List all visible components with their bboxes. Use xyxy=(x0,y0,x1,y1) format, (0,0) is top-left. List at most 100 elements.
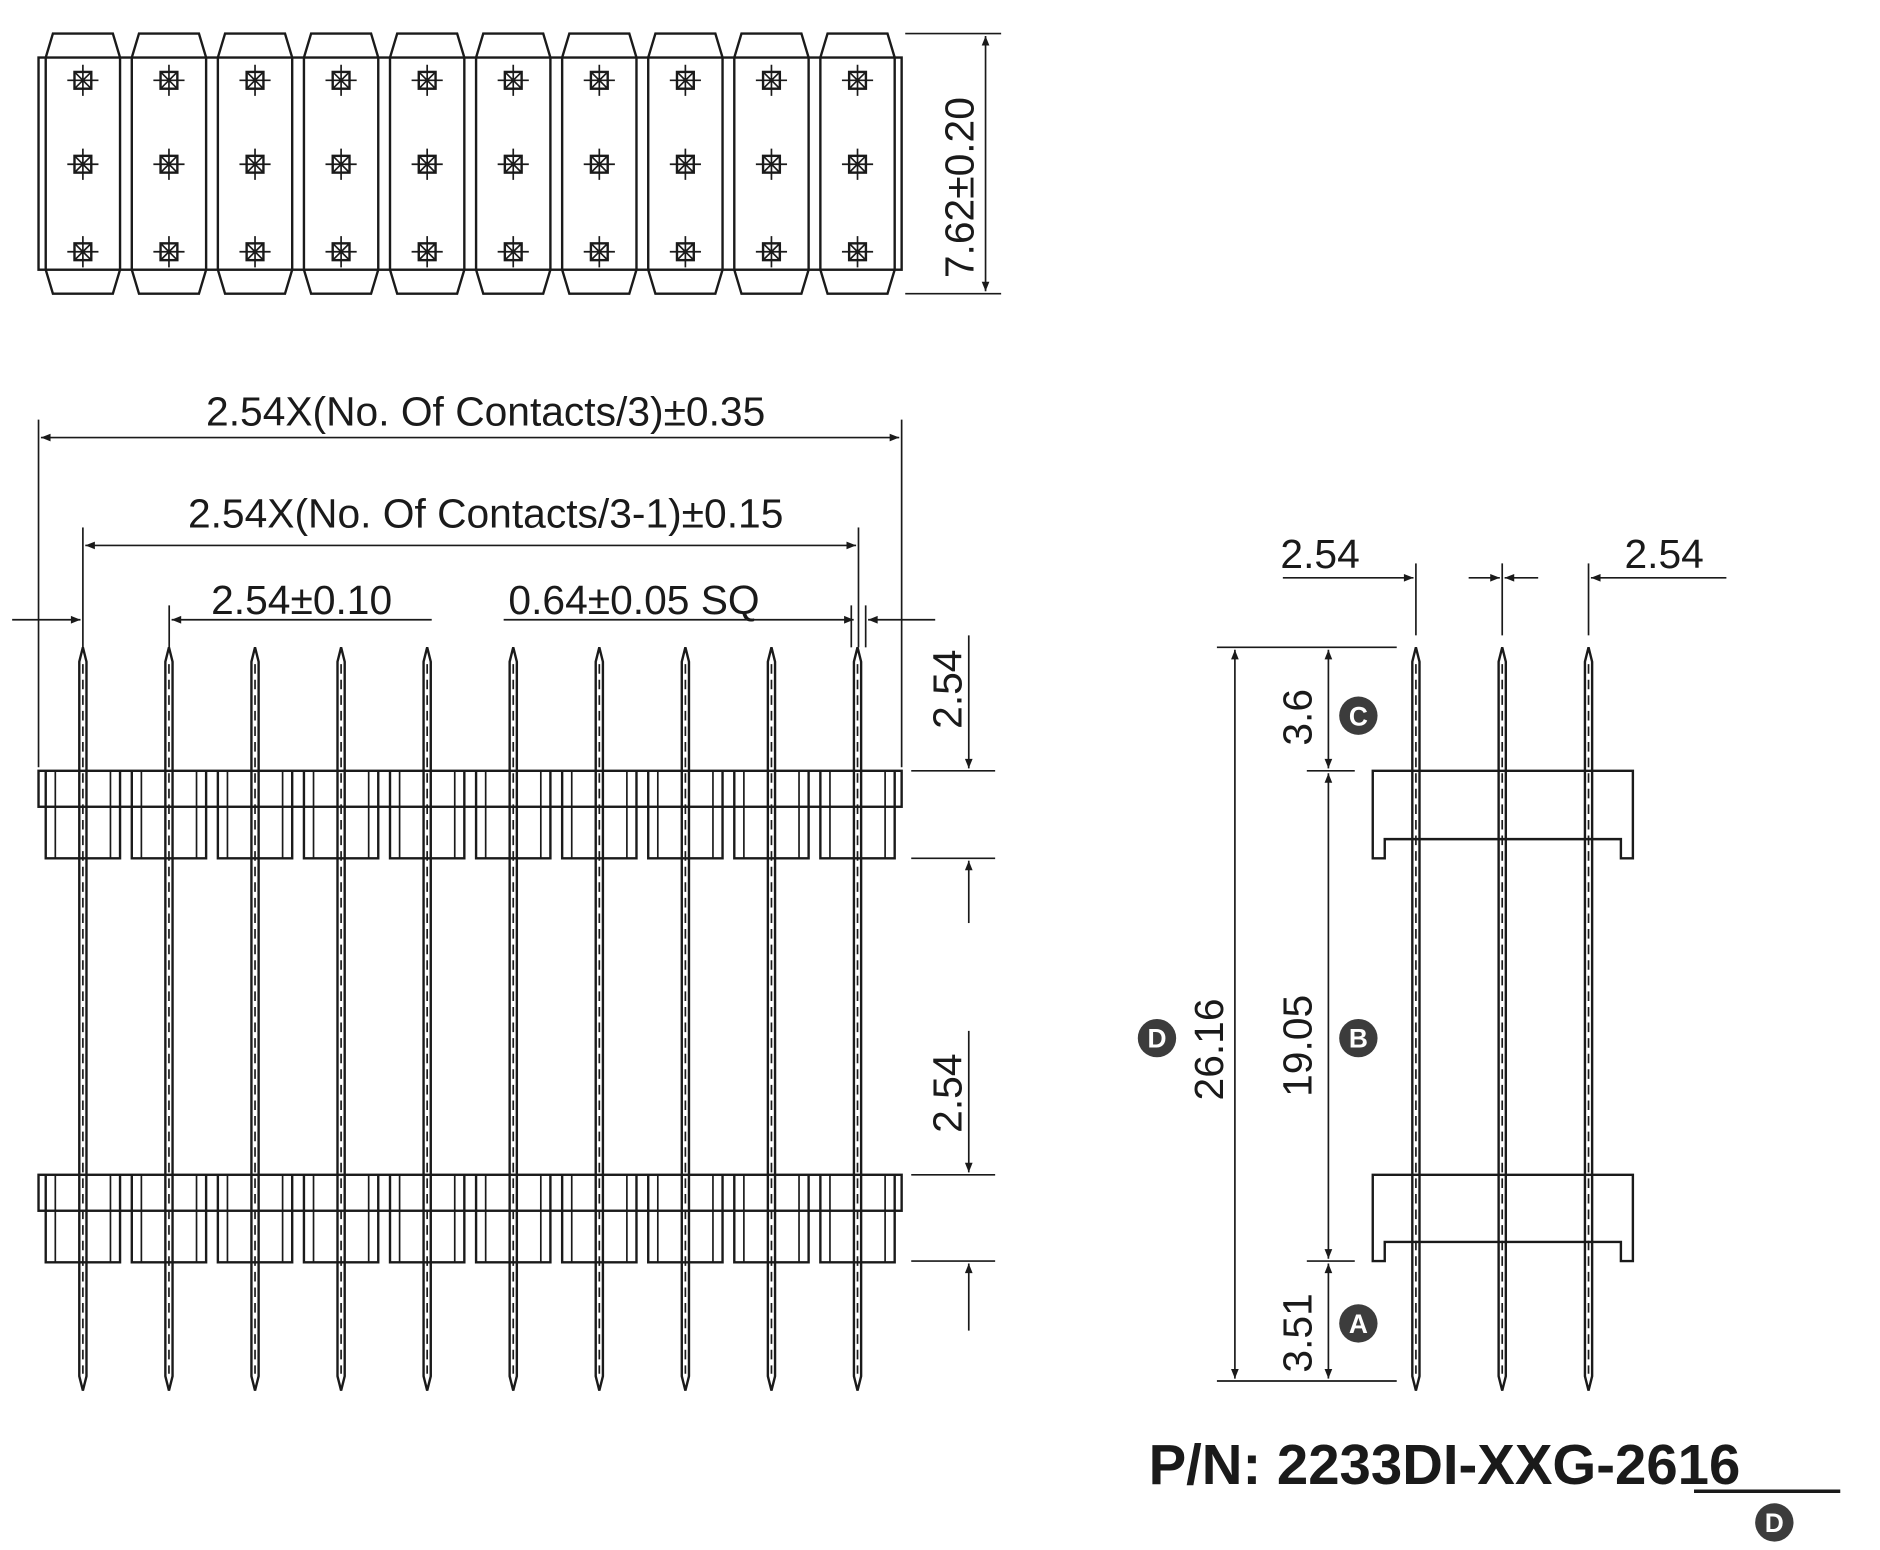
housing-segment xyxy=(388,770,466,860)
bottom-length-label: 3.51 xyxy=(1275,1293,1321,1372)
top-view-block xyxy=(216,32,294,295)
housing-segment xyxy=(130,770,208,860)
callout-a: A xyxy=(1339,1304,1378,1343)
pin-square-mark xyxy=(239,64,271,96)
pin-square-mark xyxy=(411,64,443,96)
pin-square-mark xyxy=(153,236,185,268)
front-view xyxy=(37,647,903,1391)
housing-segment xyxy=(733,770,810,860)
svg-text:C: C xyxy=(1349,701,1368,731)
front-view-pin xyxy=(422,647,432,1391)
overall-width-label: 2.54X(No. Of Contacts/3)±0.35 xyxy=(206,389,765,435)
pin-square-mark xyxy=(67,148,99,180)
side-view-pin xyxy=(1583,647,1594,1391)
front-view-pin xyxy=(336,647,346,1391)
pin-size-label: 0.64±0.05 SQ xyxy=(508,577,759,623)
pin-square-mark xyxy=(841,64,874,96)
part-number: P/N: 2233DI-XXG-2616 D xyxy=(1149,1433,1841,1542)
part-number-callout-d: D xyxy=(1755,1503,1794,1542)
svg-text:P/N: 2233DI-XXG-2616: P/N: 2233DI-XXG-2616 xyxy=(1149,1433,1741,1496)
side-view-dimensions: 2.54 2.54 26.16 19.05 3.6 3.51 C B A D xyxy=(1137,531,1727,1382)
pin-square-mark xyxy=(583,236,615,268)
side-view-pin xyxy=(1411,647,1421,1391)
top-view-block xyxy=(388,32,466,295)
svg-text:B: B xyxy=(1349,1024,1368,1054)
top-length-label: 3.6 xyxy=(1275,689,1321,746)
svg-text:D: D xyxy=(1147,1024,1166,1054)
housing-segment xyxy=(474,770,552,860)
front-view-pin xyxy=(250,647,260,1391)
upper-offset-label: 2.54 xyxy=(925,650,971,729)
pin-square-mark xyxy=(755,236,788,268)
front-view-pin xyxy=(680,647,691,1391)
pin-square-mark xyxy=(755,148,788,180)
top-view-block xyxy=(560,32,638,295)
housing-segment xyxy=(819,770,896,860)
svg-text:D: D xyxy=(1765,1508,1784,1538)
pin-square-mark xyxy=(325,236,357,268)
pin-square-mark xyxy=(325,64,357,96)
top-view-block xyxy=(44,32,122,295)
front-view-pin xyxy=(766,647,777,1391)
svg-text:A: A xyxy=(1349,1309,1368,1339)
overall-length-label: 26.16 xyxy=(1186,998,1232,1100)
top-view-block xyxy=(819,32,896,295)
housing-segment xyxy=(647,770,724,860)
pin-square-mark xyxy=(497,64,529,96)
pitch-span-label: 2.54X(No. Of Contacts/3-1)±0.15 xyxy=(188,490,783,536)
side-upper-housing xyxy=(1371,769,1635,860)
pin-square-mark xyxy=(411,148,443,180)
top-view-block xyxy=(474,32,552,295)
callout-d: D xyxy=(1137,1018,1177,1058)
front-view-pin xyxy=(164,647,174,1391)
pin-square-mark xyxy=(153,64,185,96)
pin-square-mark xyxy=(669,64,701,96)
housing-segment xyxy=(216,770,294,860)
pin-square-mark xyxy=(67,64,99,96)
pin-square-mark xyxy=(411,236,443,268)
pin-square-mark xyxy=(669,148,701,180)
housing-segment xyxy=(302,770,380,860)
pin-square-mark xyxy=(583,148,615,180)
pin-square-mark xyxy=(583,64,615,96)
top-view-block xyxy=(302,32,380,295)
side-pitch-left-label: 2.54 xyxy=(1280,531,1359,577)
pin-square-mark xyxy=(669,236,701,268)
top-view-block xyxy=(130,32,208,295)
upper-housing xyxy=(37,769,903,808)
housing-segment xyxy=(560,770,638,860)
callout-c: C xyxy=(1339,696,1378,735)
pin-square-mark xyxy=(497,236,529,268)
front-view-pin xyxy=(78,647,88,1391)
housing-segment xyxy=(44,770,122,860)
top-view xyxy=(37,32,903,295)
front-view-dimensions: 2.54X(No. Of Contacts/3)±0.35 2.54X(No. … xyxy=(12,389,996,1331)
pin-square-mark xyxy=(325,148,357,180)
pin-square-mark xyxy=(755,64,788,96)
top-view-base xyxy=(37,56,903,271)
side-lower-housing xyxy=(1371,1173,1635,1263)
middle-length-label: 19.05 xyxy=(1275,995,1321,1097)
pitch-label: 2.54±0.10 xyxy=(211,577,392,623)
pin-square-mark xyxy=(239,236,271,268)
side-pitch-right-label: 2.54 xyxy=(1624,531,1703,577)
pin-square-mark xyxy=(841,148,874,180)
lower-housing xyxy=(37,1173,903,1212)
top-view-width-dimension: 7.62±0.20 xyxy=(905,32,1002,295)
top-view-width-label: 7.62±0.20 xyxy=(937,97,983,278)
part-number-length-code: 2616 xyxy=(1615,1433,1740,1496)
side-view xyxy=(1371,647,1635,1391)
front-view-pin xyxy=(594,647,605,1391)
pin-square-mark xyxy=(239,148,271,180)
pin-square-mark xyxy=(841,236,874,268)
front-view-pin xyxy=(852,647,863,1391)
top-view-block xyxy=(733,32,810,295)
side-view-pin xyxy=(1497,647,1508,1391)
pin-square-mark xyxy=(153,148,185,180)
lower-offset-label: 2.54 xyxy=(925,1054,971,1133)
front-view-pin xyxy=(508,647,519,1391)
top-view-block xyxy=(647,32,724,295)
pin-square-mark xyxy=(497,148,529,180)
part-number-prefix: P/N: 2233DI-XXG- xyxy=(1149,1433,1615,1496)
